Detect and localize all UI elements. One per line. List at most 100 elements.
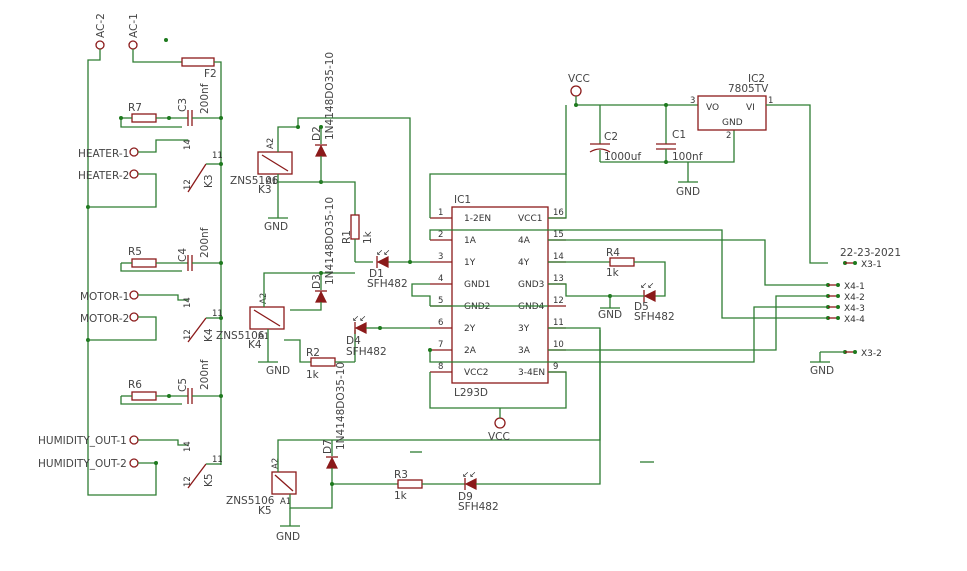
svg-text:7805TV: 7805TV <box>728 83 769 95</box>
connector-label-x41: X4-1 <box>844 282 865 292</box>
svg-text:↙↙: ↙↙ <box>352 314 366 324</box>
k4-coil-name: K4 <box>248 339 262 351</box>
relay-k3-coil: A2 A1 ZNS5106 K3 GND <box>230 117 411 263</box>
ac2-terminal[interactable] <box>95 40 105 50</box>
ic1-pin-num: 9 <box>553 362 558 372</box>
svg-text:VCC: VCC <box>488 431 510 443</box>
r6-label: R6 <box>128 379 142 391</box>
relay-k4-coil: A2 A1 ZNS5106 K4 GND R2 1k <box>216 272 356 381</box>
ic1-pin-num: 4 <box>438 274 443 284</box>
k4-coil-label: ZNS5106 <box>216 330 265 342</box>
ic1-pin-name: 4Y <box>518 258 530 268</box>
power-supply: VCC C2 1000uf C1 100nf GND IC2 7805TV VO… <box>568 73 828 264</box>
svg-text:GND: GND <box>264 221 288 233</box>
svg-text:14: 14 <box>183 297 193 308</box>
svg-text:12: 12 <box>183 179 193 190</box>
svg-text:↙↙: ↙↙ <box>376 248 390 258</box>
hum2-terminal[interactable] <box>129 458 139 468</box>
humidity-block: R6 C5 200nf HUMIDITY_OUT-1 HUMIDITY_OUT-… <box>38 359 223 496</box>
svg-text:A1: A1 <box>280 497 291 507</box>
d2-label: D2 <box>311 126 323 141</box>
ic1-pin-name: GND3 <box>518 280 544 290</box>
svg-text:11: 11 <box>212 151 223 161</box>
ic1-pin-num: 7 <box>438 340 443 350</box>
svg-text:14: 14 <box>183 441 193 452</box>
ac1-wire <box>132 49 182 63</box>
svg-text:100nf: 100nf <box>672 151 703 163</box>
ic1-pin-name: 1Y <box>464 258 476 268</box>
svg-text:VO: VO <box>706 103 719 113</box>
hum1-terminal[interactable] <box>129 435 139 445</box>
ac1-terminal[interactable] <box>128 40 138 50</box>
svg-text:SFH482: SFH482 <box>367 278 408 290</box>
svg-text:D4: D4 <box>346 335 361 347</box>
svg-text:1k: 1k <box>362 230 374 244</box>
heater1-terminal[interactable] <box>129 147 139 157</box>
heater1-label: HEATER-1 <box>78 148 129 160</box>
ic1-pin-num: 5 <box>438 296 443 306</box>
led-d1: D1 SFH482 ↙↙ <box>367 248 430 290</box>
ac-input-section: AC-2 AC-1 F2 <box>86 13 222 496</box>
led-d9: D9 SFH482 ↙↙ <box>458 440 601 513</box>
connector-label-x43: X4-3 <box>844 304 865 314</box>
svg-text:SFH482: SFH482 <box>346 346 387 358</box>
heater2-terminal[interactable] <box>129 169 139 179</box>
vcc-bottom-symbol <box>494 417 506 429</box>
svg-text:2: 2 <box>726 131 731 141</box>
hum2-label: HUMIDITY_OUT-2 <box>38 458 127 470</box>
ic1-pin-name: GND2 <box>464 302 490 312</box>
svg-text:VCC: VCC <box>568 73 590 85</box>
ic1-name: IC1 <box>454 194 471 206</box>
ic1-pin-num: 15 <box>553 230 564 240</box>
ic1-pin-num: 14 <box>553 252 564 262</box>
k3-contact-label: K3 <box>203 174 215 188</box>
ic1-pin-name: 1-2EN <box>464 214 491 224</box>
ac2-rail-wire <box>87 49 134 496</box>
k5-coil-label: ZNS5106 <box>226 495 275 507</box>
motor2-label: MOTOR-2 <box>80 313 129 325</box>
c3-label: C3 <box>177 98 189 112</box>
svg-text:SFH482: SFH482 <box>458 501 499 513</box>
ic1-pin1-wire <box>429 105 567 218</box>
connector-label-x42: X4-2 <box>844 293 865 303</box>
svg-text:11: 11 <box>212 309 223 319</box>
diode-d2: D2 1N4148DO35-10 <box>311 52 336 182</box>
k3-coil-name: K3 <box>258 184 272 196</box>
svg-text:GND: GND <box>676 186 700 198</box>
svg-text:1k: 1k <box>394 490 408 502</box>
diode-d7: D7 1N4148DO35-10 <box>322 362 347 486</box>
svg-text:D9: D9 <box>458 491 473 503</box>
svg-text:3: 3 <box>690 96 695 106</box>
ic1-pin-num: 3 <box>438 252 443 262</box>
ic1-pin-name: VCC2 <box>464 368 488 378</box>
date-label: 22-23-2021 <box>840 247 901 259</box>
ic1-pin-name: 3-4EN <box>518 368 545 378</box>
c4-label: C4 <box>177 248 189 262</box>
svg-text:SFH482: SFH482 <box>634 311 675 323</box>
svg-text:A1: A1 <box>258 332 269 342</box>
connector-label-x31: X3-1 <box>861 260 882 270</box>
svg-text:1N4148DO35-10: 1N4148DO35-10 <box>335 362 347 450</box>
svg-text:GND: GND <box>810 365 834 377</box>
svg-text:GND: GND <box>598 309 622 321</box>
svg-text:1N4148DO35-10: 1N4148DO35-10 <box>324 197 336 285</box>
svg-text:1k: 1k <box>306 369 320 381</box>
c5-value: 200nf <box>199 359 211 390</box>
fuse-label: F2 <box>204 68 217 80</box>
svg-text:C1: C1 <box>672 129 686 141</box>
svg-text:R2: R2 <box>306 347 320 359</box>
motor1-terminal[interactable] <box>129 290 139 300</box>
ic1-pin-name: 3Y <box>518 324 530 334</box>
svg-text:D7: D7 <box>322 439 334 454</box>
svg-text:GND: GND <box>722 118 743 128</box>
c3-value: 200nf <box>199 83 211 114</box>
motor2-terminal[interactable] <box>129 312 139 322</box>
d2-part: 1N4148DO35-10 <box>324 52 336 140</box>
ic1-pin-name: 4A <box>518 236 531 246</box>
ac2-label: AC-2 <box>95 13 107 38</box>
diode-d3: D3 1N4148DO35-10 <box>290 197 336 311</box>
ic1-pin-num: 6 <box>438 318 443 328</box>
led-d4: D4 SFH482 ↙↙ <box>346 314 430 358</box>
ic1-pin-num: 10 <box>553 340 564 350</box>
svg-text:A2: A2 <box>271 458 281 469</box>
